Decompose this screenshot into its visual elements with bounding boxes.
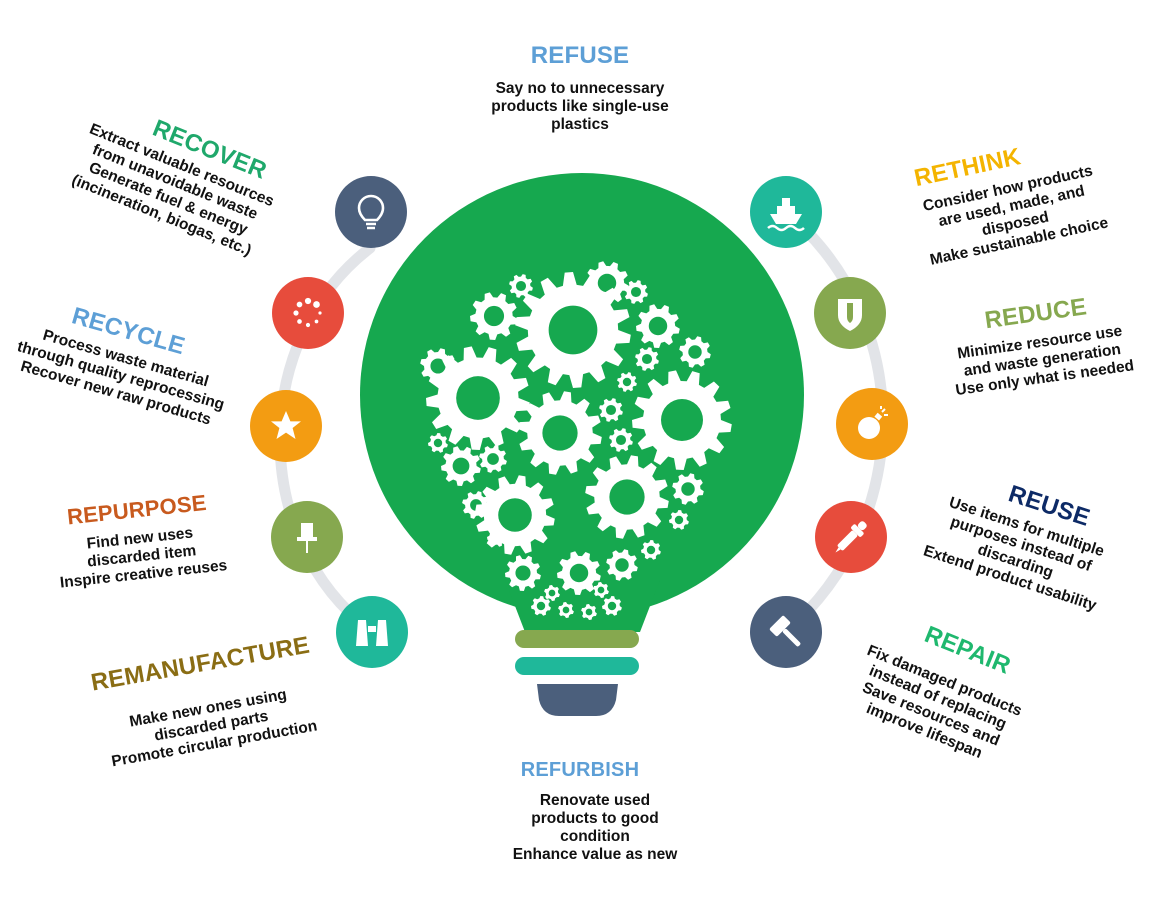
bulb-base-band-2: [515, 657, 639, 675]
icon-refurbish: [750, 596, 822, 668]
gear-icon: [593, 582, 609, 598]
gear-icon: [585, 261, 629, 305]
icon-bulb: [335, 176, 407, 248]
gear-icon: [420, 348, 456, 384]
desc-refuse: Say no to unnecessary products like sing…: [455, 80, 705, 134]
loading-dots-icon: [293, 297, 322, 328]
gear-icon: [475, 475, 555, 555]
binoculars-icon: [356, 620, 388, 646]
gear-icon: [632, 370, 732, 470]
lightbulb-icon: [357, 194, 385, 230]
icon-recycle: [250, 390, 322, 462]
step-refurbish: REFURBISH Renovate used products to good…: [480, 756, 710, 864]
icon-repurpose: [271, 501, 343, 573]
gear-icon: [531, 596, 551, 616]
icon-remanufacture: [336, 596, 408, 668]
gear-icon: [441, 446, 481, 486]
step-refuse: REFUSE Say no to unnecessary products li…: [455, 42, 705, 134]
gear-icon: [606, 549, 638, 581]
gear-icon: [544, 585, 560, 601]
desc-refurbish: Renovate used products to good condition…: [480, 792, 710, 864]
desc-line: products to good: [531, 810, 659, 827]
gear-icon: [641, 540, 661, 560]
gear-icon: [624, 280, 648, 304]
icon-recover: [272, 277, 344, 349]
gear-icon: [609, 428, 633, 452]
gear-icon: [428, 433, 448, 453]
gears-cluster: [420, 261, 732, 620]
pushpin-icon: [297, 523, 317, 553]
gear-icon: [581, 604, 597, 620]
gear-icon: [558, 602, 574, 618]
icon-reuse: [836, 388, 908, 460]
gear-icon: [557, 551, 601, 595]
gavel-icon: [769, 615, 801, 647]
gear-icon: [635, 347, 659, 371]
bulb-globe: [360, 173, 804, 617]
gear-icon: [669, 510, 689, 530]
desc-line: Enhance value as new: [512, 846, 678, 863]
desc-line: Renovate used: [539, 792, 651, 809]
gear-icon: [515, 272, 631, 388]
gear-icon: [679, 336, 711, 368]
bomb-icon: [858, 406, 888, 439]
gear-icon: [509, 274, 533, 298]
gear-icon: [599, 398, 623, 422]
desc-line: condition: [560, 828, 630, 845]
bulb-base-cap: [537, 684, 618, 716]
desc-line: Say no to unnecessary: [495, 80, 665, 97]
gear-icon: [518, 391, 602, 475]
desc-line: products like single-use: [491, 98, 669, 115]
star-icon: [271, 411, 301, 439]
desc-line: plastics: [551, 116, 609, 133]
dropper-icon: [835, 521, 867, 553]
gear-icon: [470, 292, 518, 340]
gear-icon: [585, 455, 669, 539]
gear-icon: [602, 596, 622, 616]
bulb-base-band-1: [515, 630, 639, 648]
gear-icon: [505, 555, 541, 591]
icon-rethink: [750, 176, 822, 248]
title-refuse: REFUSE: [530, 42, 630, 69]
gear-icon: [487, 527, 507, 547]
gear-icon: [462, 491, 490, 519]
icon-repair: [815, 501, 887, 573]
ship-icon: [767, 198, 805, 232]
icon-reduce: [814, 277, 886, 349]
gear-icon: [479, 445, 507, 473]
gear-icon: [672, 473, 704, 505]
bulb-neck: [505, 580, 660, 632]
gear-icon: [617, 372, 637, 392]
title-refurbish: REFURBISH: [520, 759, 640, 781]
gear-icon: [636, 304, 680, 348]
